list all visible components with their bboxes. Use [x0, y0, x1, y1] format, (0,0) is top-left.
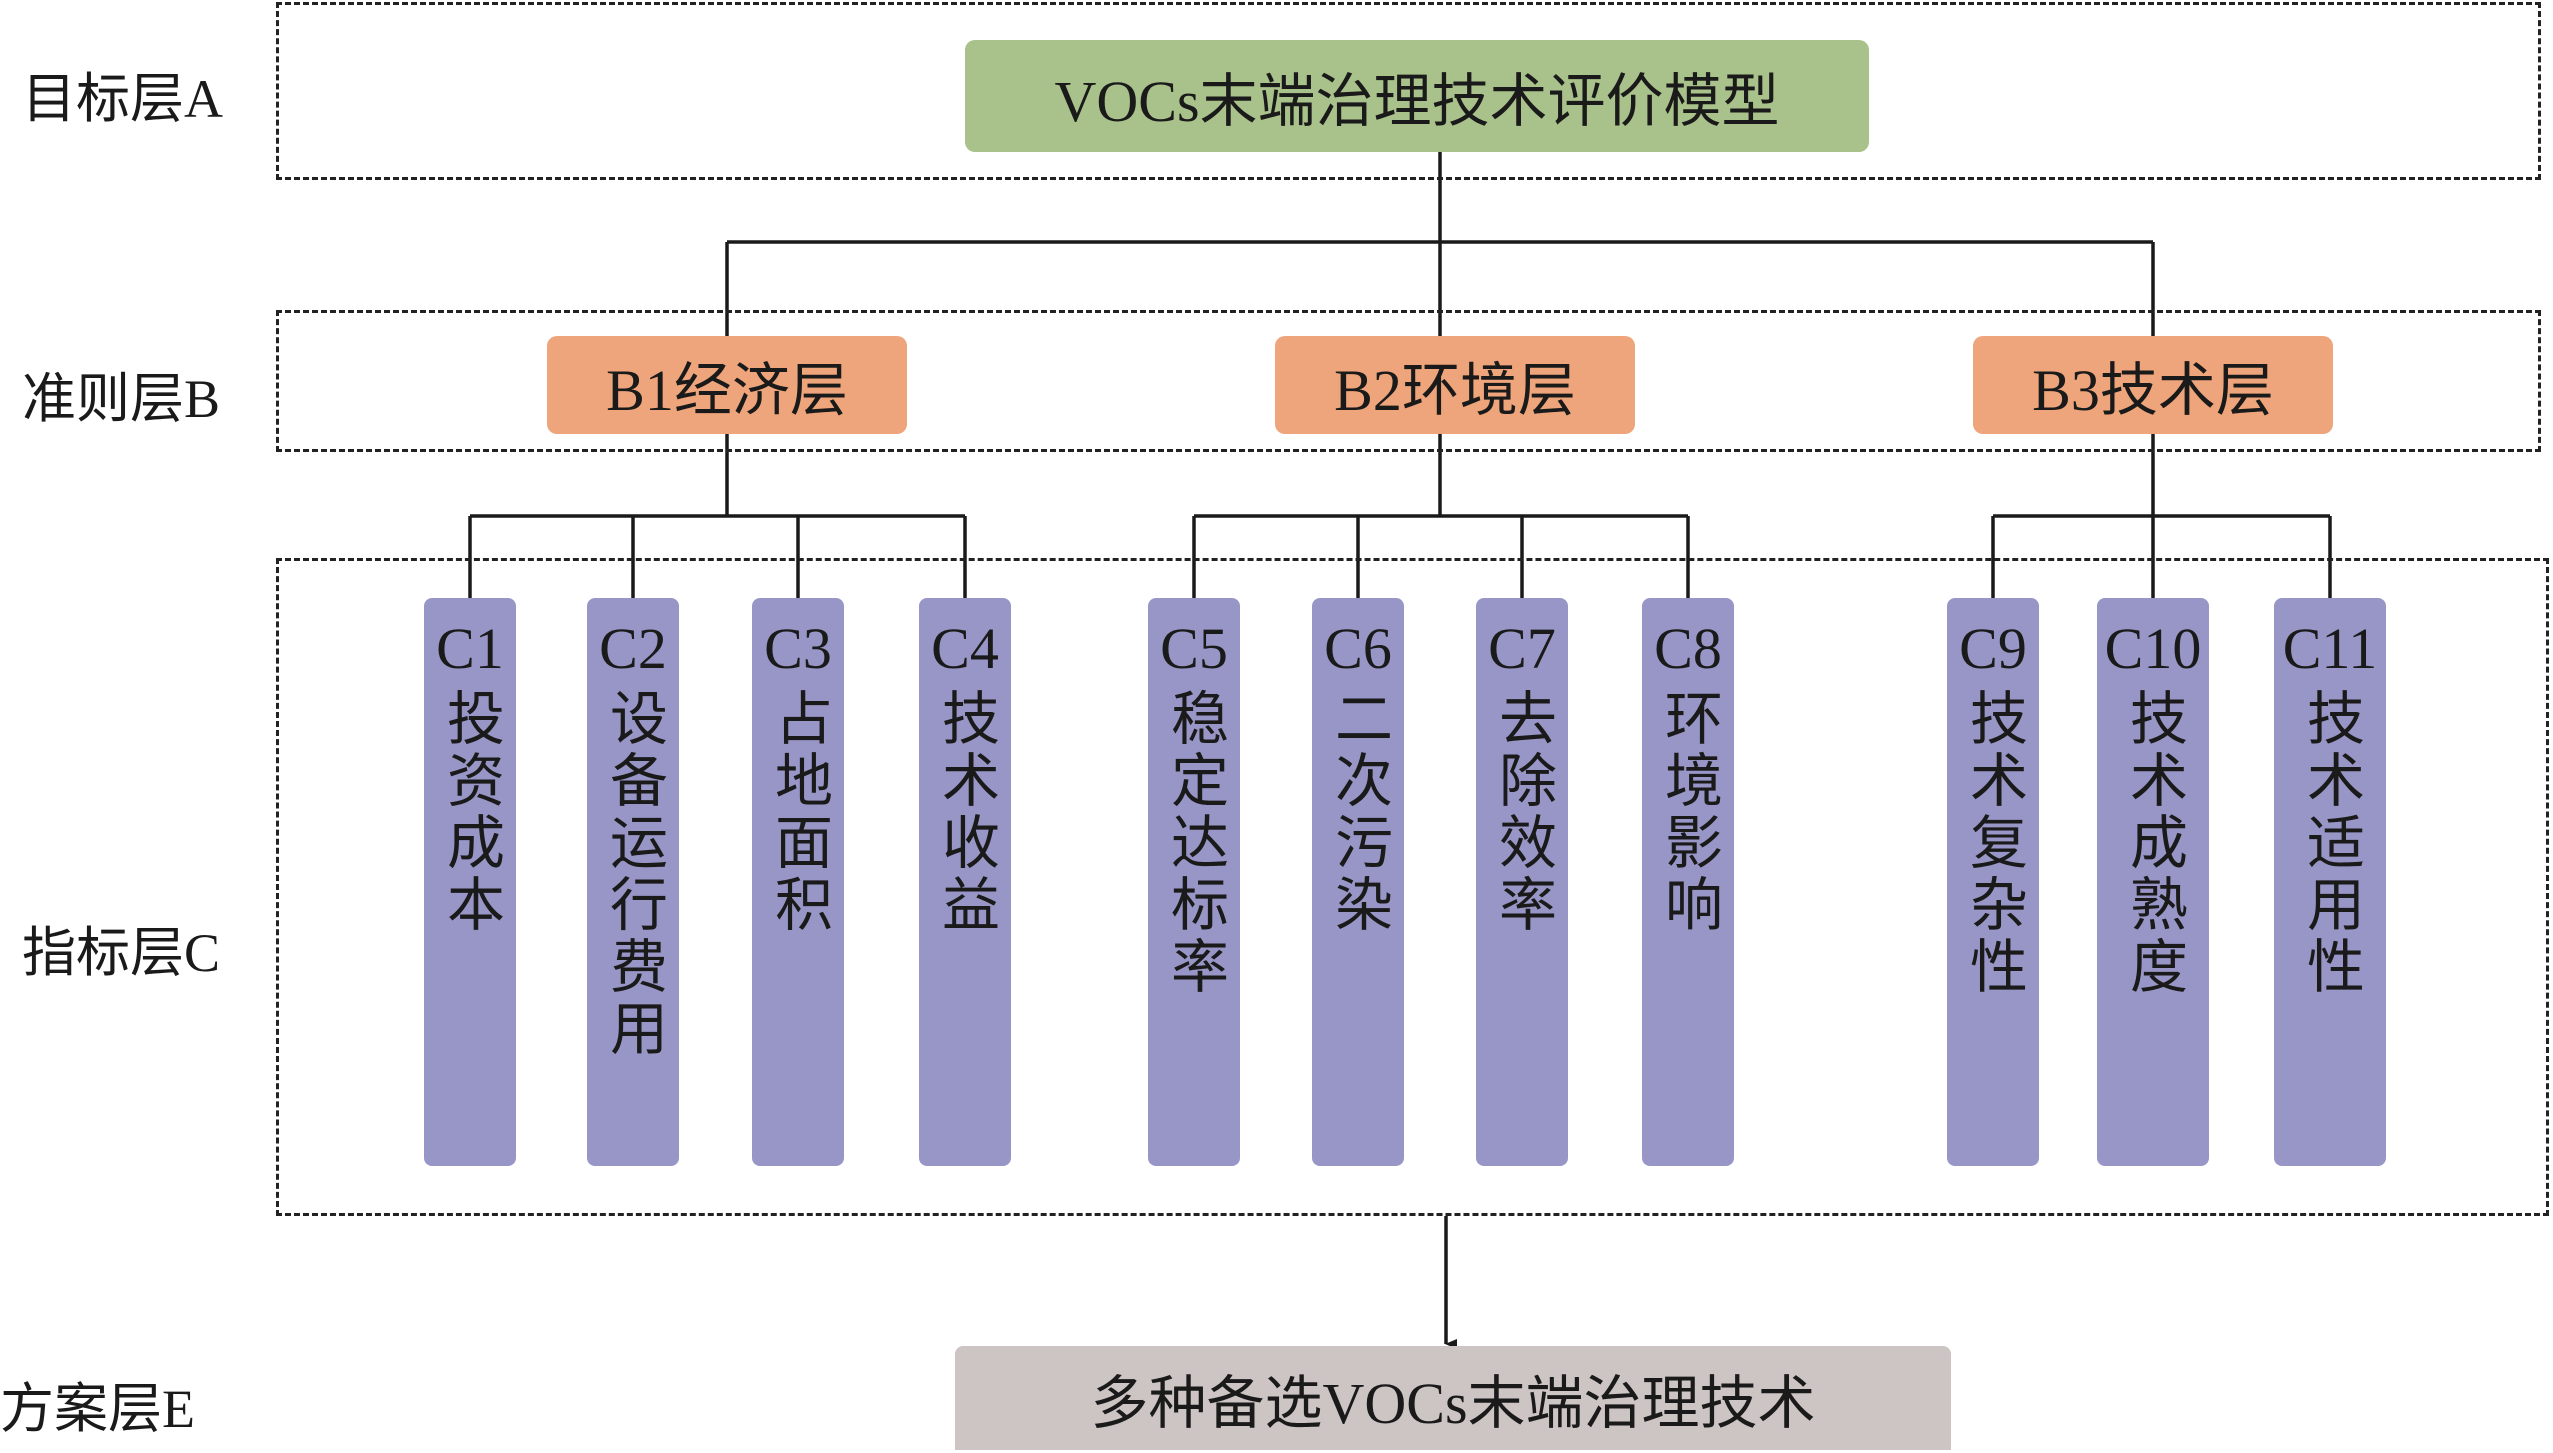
indicator-layer-frame	[276, 558, 2549, 1216]
layer-label-criteria: 准则层B	[22, 369, 221, 429]
indicator-node-c1: C1 投资成本	[424, 598, 516, 1166]
layer-label-goal: 目标层A	[22, 69, 223, 129]
criterion-node-b2: B2环境层	[1275, 336, 1635, 434]
indicator-node-c9: C9 技术复杂性	[1947, 598, 2039, 1166]
indicator-name: 去除效率	[1490, 688, 1555, 936]
indicator-code: C11	[2282, 616, 2378, 681]
indicator-code: C7	[1488, 616, 1556, 681]
indicator-code: C2	[599, 616, 667, 681]
indicator-code: C3	[764, 616, 832, 681]
layer-label-scheme: 方案层E	[0, 1379, 195, 1439]
indicator-name: 技术收益	[933, 688, 998, 936]
indicator-code: C4	[931, 616, 999, 681]
criterion-node-b3: B3技术层	[1973, 336, 2333, 434]
indicator-node-c5: C5 稳定达标率	[1148, 598, 1240, 1166]
layer-label-indicators: 指标层C	[22, 923, 221, 983]
indicator-node-c11: C11 技术适用性	[2274, 598, 2386, 1166]
scheme-node: 多种备选VOCs末端治理技术	[955, 1346, 1951, 1450]
indicator-name: 技术复杂性	[1961, 688, 2026, 998]
indicator-code: C6	[1324, 616, 1392, 681]
indicator-name: 技术适用性	[2298, 688, 2363, 998]
indicator-name: 环境影响	[1656, 688, 1721, 936]
indicator-code: C5	[1160, 616, 1228, 681]
goal-layer-frame	[276, 2, 2541, 180]
indicator-code: C9	[1959, 616, 2027, 681]
criteria-layer-frame	[276, 310, 2541, 452]
indicator-name: 投资成本	[438, 688, 503, 936]
indicator-node-c8: C8 环境影响	[1642, 598, 1734, 1166]
indicator-name: 设备运行费用	[601, 688, 666, 1060]
indicator-code: C10	[2104, 616, 2202, 681]
indicator-name: 稳定达标率	[1162, 688, 1227, 998]
indicator-node-c6: C6 二次污染	[1312, 598, 1404, 1166]
criterion-node-b1: B1经济层	[547, 336, 907, 434]
indicator-name: 二次污染	[1326, 688, 1391, 936]
indicator-code: C8	[1654, 616, 1722, 681]
indicator-node-c2: C2 设备运行费用	[587, 598, 679, 1166]
indicator-name: 技术成熟度	[2121, 688, 2186, 998]
indicator-node-c4: C4 技术收益	[919, 598, 1011, 1166]
indicator-code: C1	[436, 616, 504, 681]
indicator-name: 占地面积	[766, 688, 831, 936]
indicator-node-c10: C10 技术成熟度	[2097, 598, 2209, 1166]
indicator-node-c7: C7 去除效率	[1476, 598, 1568, 1166]
goal-node: VOCs末端治理技术评价模型	[965, 40, 1869, 152]
indicator-node-c3: C3 占地面积	[752, 598, 844, 1166]
